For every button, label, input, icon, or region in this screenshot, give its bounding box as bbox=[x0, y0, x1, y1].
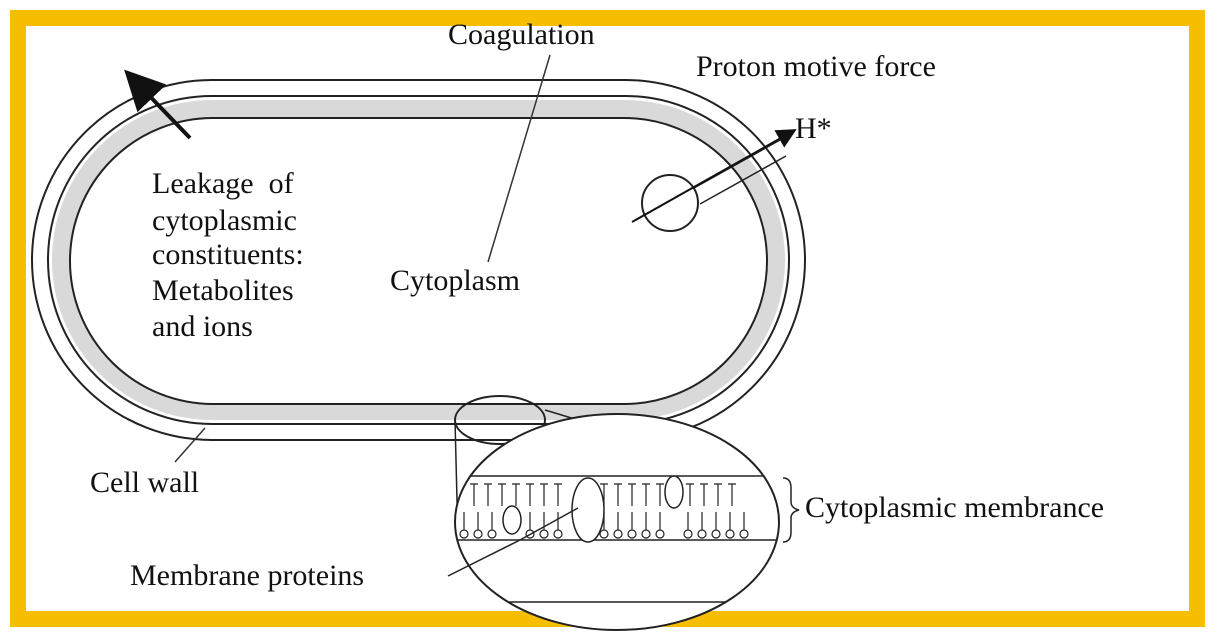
magnified-membrane-view bbox=[440, 414, 800, 630]
label-h-star: H* bbox=[795, 112, 832, 145]
label-proton-motive-force: Proton motive force bbox=[696, 50, 936, 83]
label-leakage-line-2: cytoplasmic bbox=[152, 204, 297, 237]
label-leakage-line-1: Leakage of bbox=[152, 167, 294, 200]
label-leakage-line-5: and ions bbox=[152, 310, 253, 343]
label-cytoplasm: Cytoplasm bbox=[390, 264, 520, 297]
proton-pump-bulb bbox=[642, 175, 698, 231]
label-cytoplasmic-membrane: Cytoplasmic membrance bbox=[805, 491, 1104, 524]
label-leakage-line-3: constituents: bbox=[152, 238, 304, 271]
label-leakage-line-4: Metabolites bbox=[152, 274, 294, 307]
label-coagulation: Coagulation bbox=[448, 18, 595, 51]
membrane-bracket bbox=[783, 478, 799, 542]
label-membrane-proteins: Membrane proteins bbox=[130, 559, 364, 592]
label-cell-wall: Cell wall bbox=[90, 466, 199, 499]
